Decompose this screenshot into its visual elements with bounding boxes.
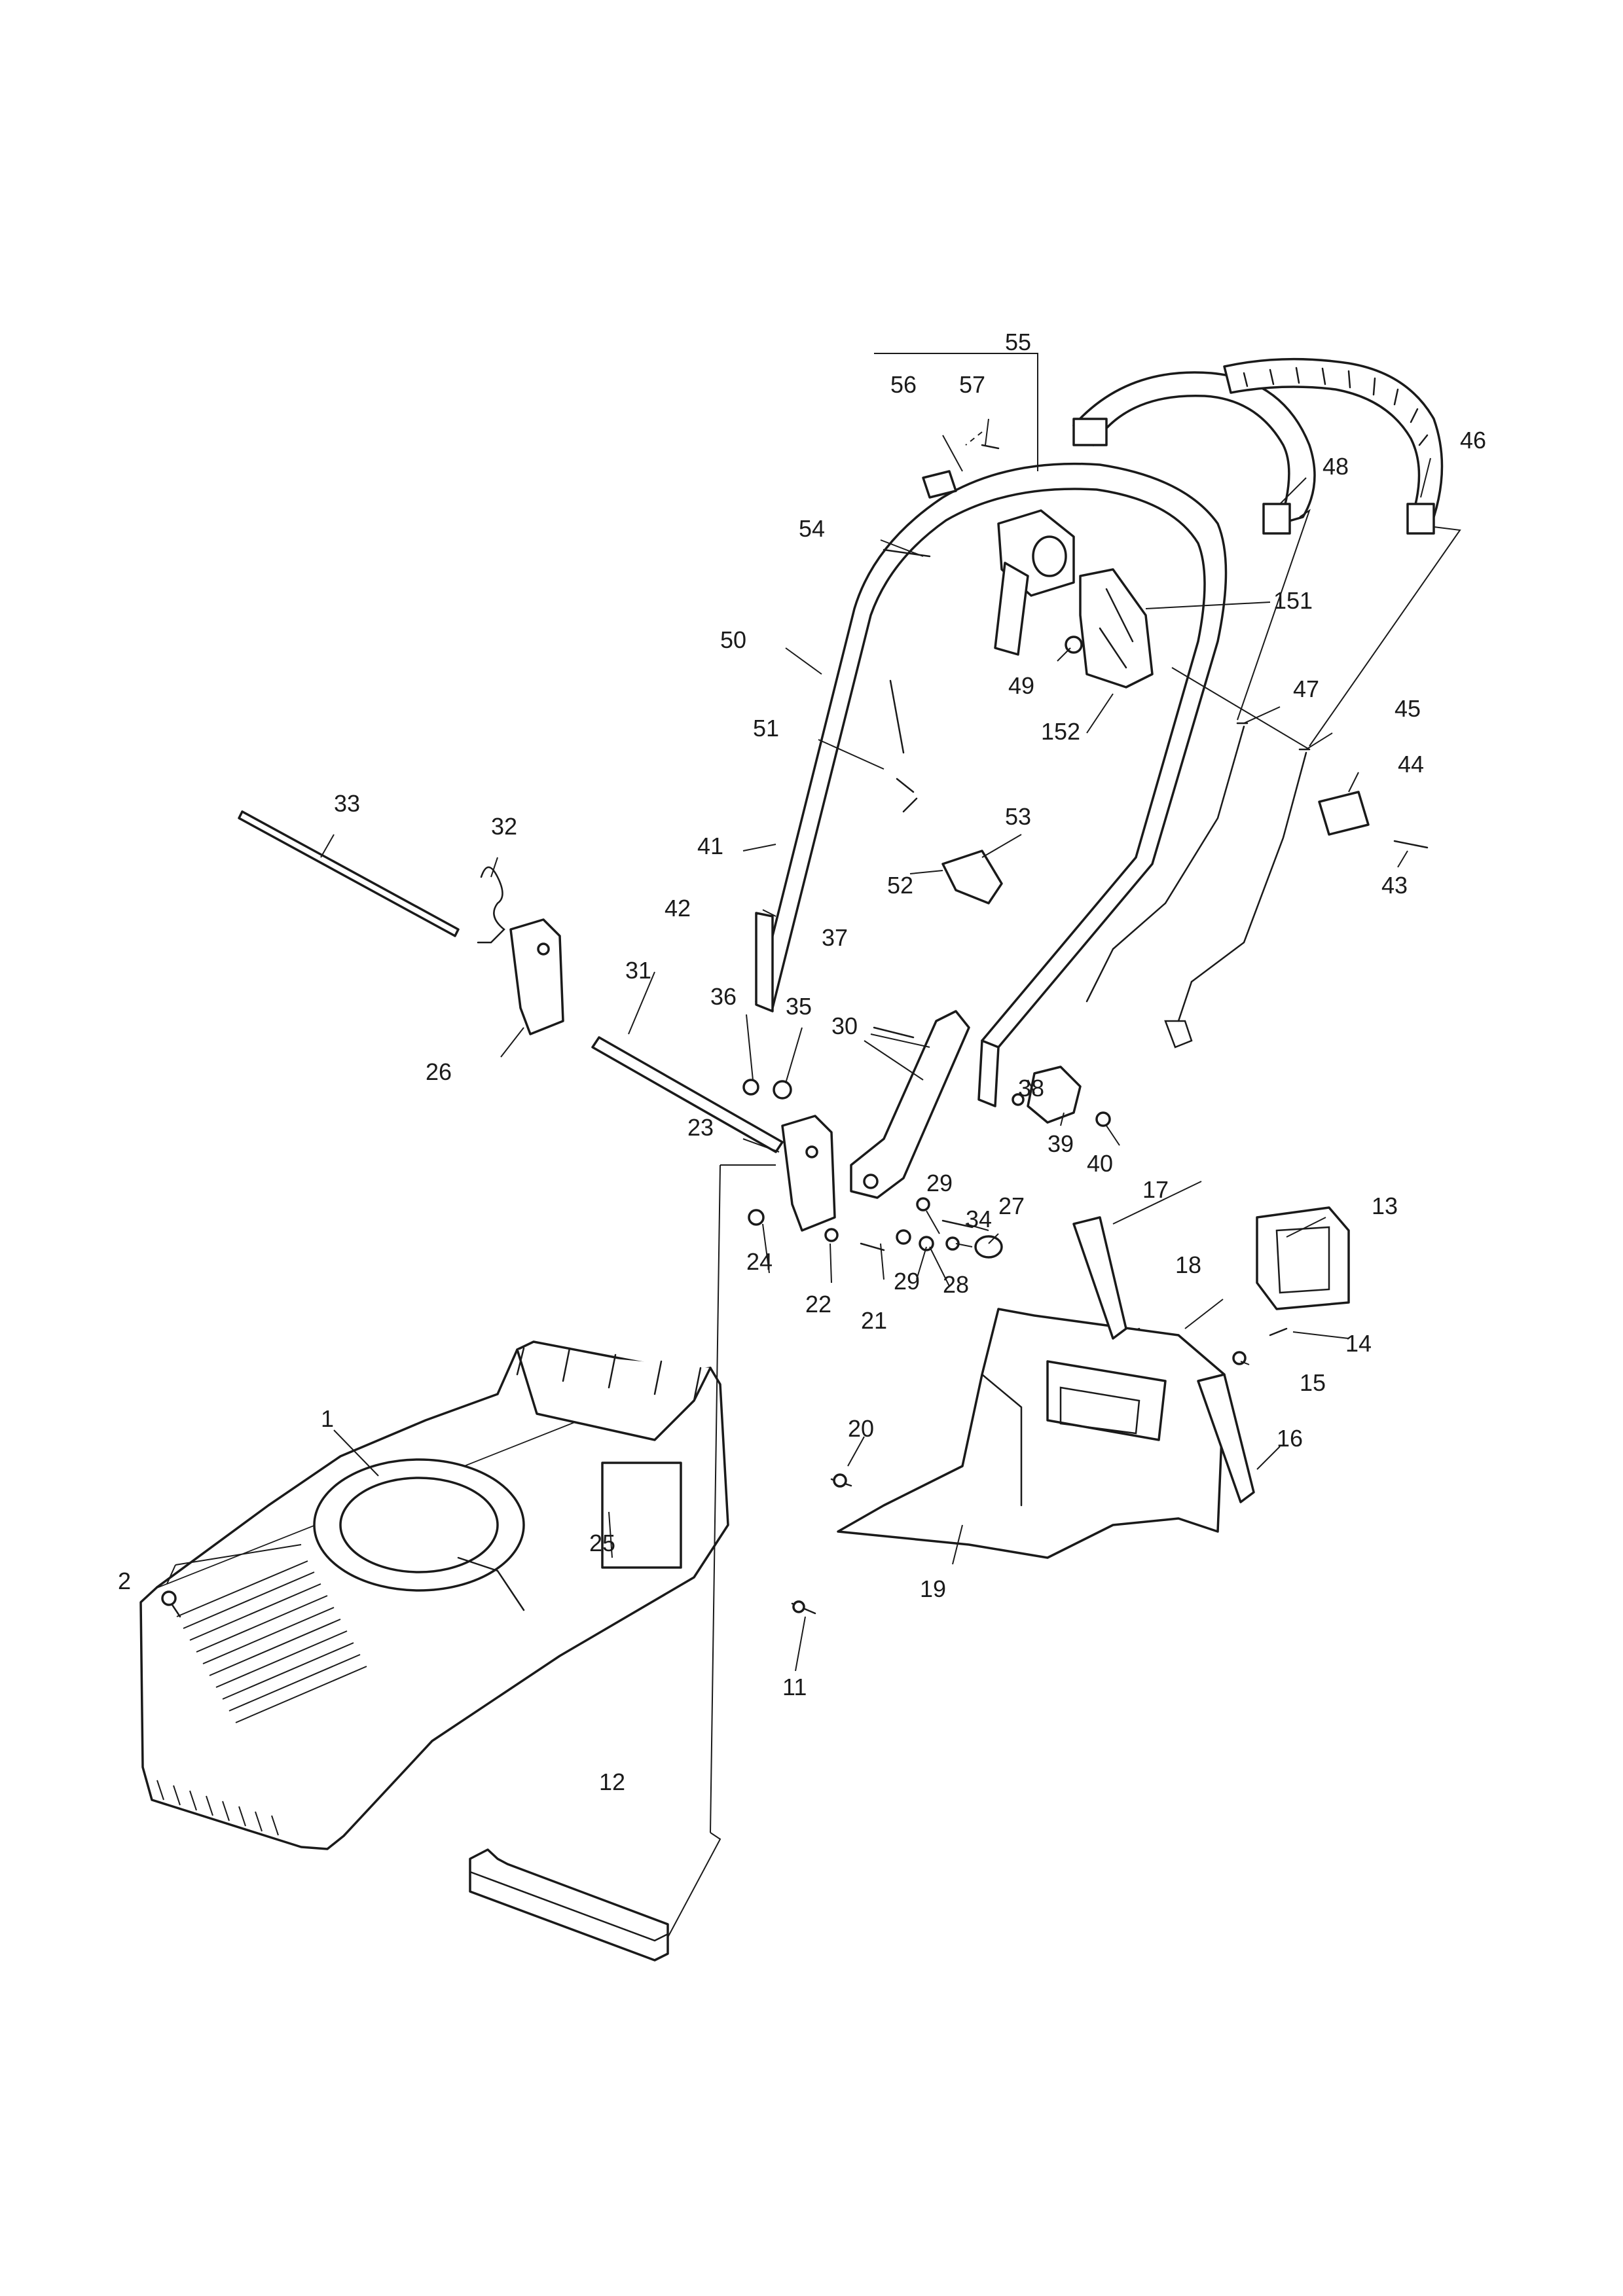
upper-handle [1072,371,1316,535]
callout-52: 52 [887,872,913,899]
cable-clamp [1318,791,1429,849]
callout-54: 54 [799,515,825,542]
callout-44: 44 [1398,751,1424,778]
callout-40: 40 [1087,1150,1113,1177]
callout-47: 47 [1293,675,1319,702]
callout-24: 24 [746,1248,773,1275]
callout-26: 26 [426,1058,452,1085]
callout-55: 55 [1005,329,1031,355]
callout-labels: 1 2 11 12 13 14 15 16 17 18 19 20 21 22 … [118,329,1486,1795]
callout-29-upper: 29 [926,1170,953,1196]
callout-53: 53 [1005,803,1031,830]
callout-15: 15 [1300,1369,1326,1396]
callout-36: 36 [710,983,737,1010]
control-block [883,444,1075,656]
cable-guide [941,850,1003,905]
height-lever [850,1010,970,1199]
mower-deck [139,1340,729,1850]
handle-knob [1027,1066,1082,1124]
axle-rod-and-spring [238,810,505,944]
callout-152: 152 [1041,718,1080,745]
callout-22: 22 [805,1291,831,1318]
callout-45: 45 [1395,695,1421,722]
flap-brackets [1072,1216,1255,1503]
callout-28: 28 [943,1271,969,1298]
callout-34: 34 [966,1206,992,1232]
callout-35: 35 [786,993,812,1020]
callout-37: 37 [822,924,848,951]
callout-16: 16 [1277,1425,1303,1452]
callout-49: 49 [1008,672,1034,699]
callout-38: 38 [1018,1075,1044,1102]
chute-deflector [837,1308,1226,1559]
callout-21: 21 [861,1307,887,1334]
grass-bag-handle [1256,1206,1350,1310]
callout-2: 2 [118,1568,131,1594]
callout-41: 41 [697,833,723,859]
leader-lines [166,353,1461,1938]
callout-46: 46 [1460,427,1486,454]
throttle-lever [1065,568,1154,689]
callout-11: 11 [782,1674,807,1700]
callout-17: 17 [1142,1176,1169,1203]
callout-39: 39 [1048,1130,1074,1157]
callout-23: 23 [687,1114,714,1141]
callout-20: 20 [848,1415,874,1442]
callout-57: 57 [959,371,985,398]
callout-14: 14 [1345,1330,1372,1357]
callout-25: 25 [589,1530,615,1556]
callout-33: 33 [334,790,360,817]
callout-1: 1 [321,1405,334,1432]
callout-29-lower: 29 [894,1268,920,1295]
callout-48: 48 [1322,453,1349,480]
height-shaft [591,1036,784,1153]
callout-27: 27 [998,1193,1025,1219]
callout-42: 42 [665,895,691,922]
callout-19: 19 [920,1575,946,1602]
rear-bar [469,1848,669,1962]
callout-51: 51 [753,715,779,742]
callout-56: 56 [890,371,917,398]
callout-32: 32 [491,813,517,840]
callout-43: 43 [1381,872,1408,899]
callout-18: 18 [1175,1251,1201,1278]
cables [889,679,1311,1049]
callout-13: 13 [1372,1193,1398,1219]
callout-31: 31 [625,957,651,984]
top-guard [1223,357,1444,535]
height-plates [509,918,836,1232]
callout-151: 151 [1273,587,1313,614]
handle-frame [755,462,1228,1107]
callout-50: 50 [720,626,746,653]
callout-30: 30 [831,1013,858,1039]
callout-12: 12 [599,1768,625,1795]
